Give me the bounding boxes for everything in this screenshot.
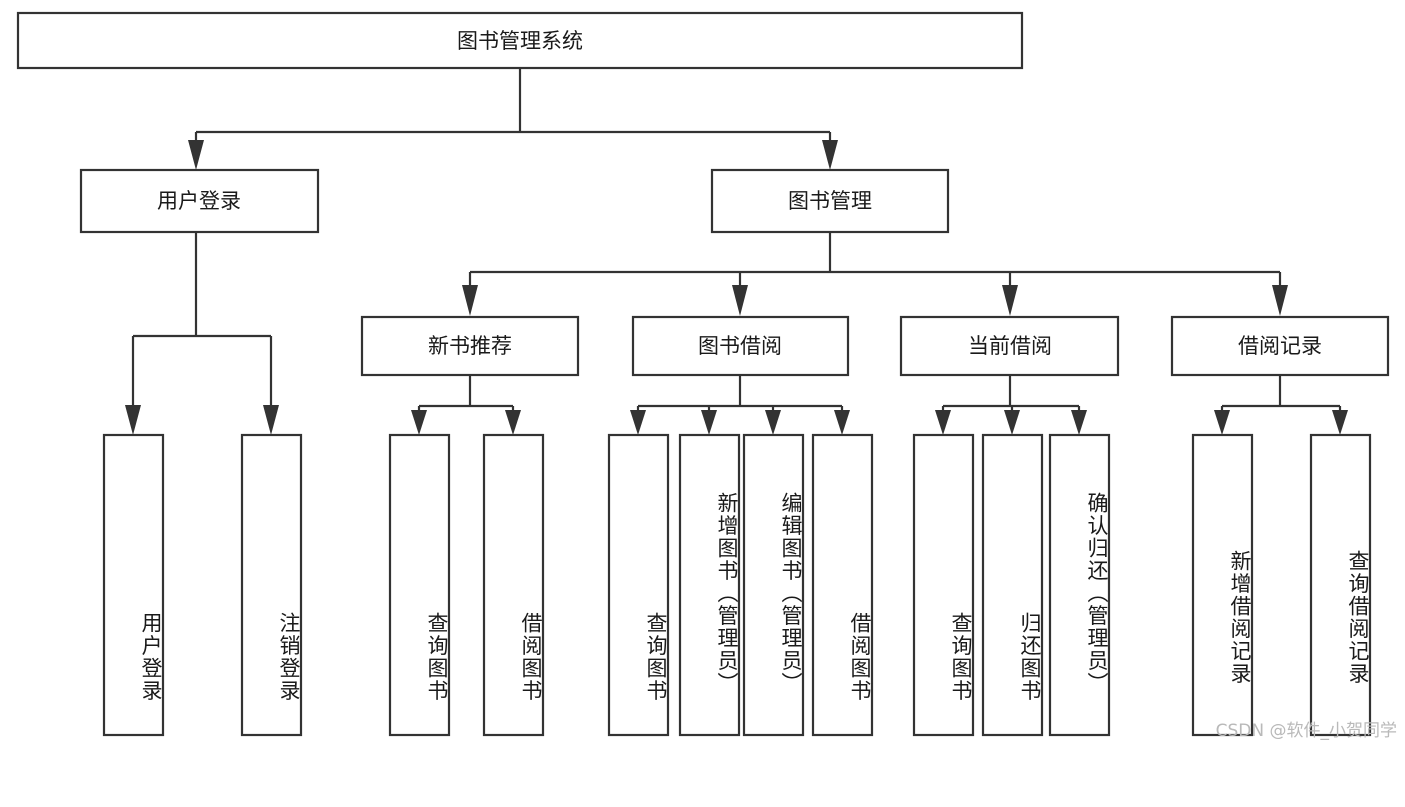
- node-user-login-label: 用户登录: [157, 189, 241, 213]
- arrow-head-leaf-query-borrow-record: [1332, 410, 1348, 435]
- node-root-box[interactable]: [16, 11, 1024, 70]
- node-user-login-box[interactable]: [79, 168, 320, 234]
- leaf-box-query-book-2[interactable]: [607, 433, 670, 737]
- node-borrow-record-box[interactable]: [1170, 315, 1390, 377]
- connector-group-current-borrow-children: [935, 375, 1087, 435]
- arrow-head-current-borrow: [1002, 285, 1018, 316]
- arrow-head-leaf-borrow-book-2: [834, 410, 850, 435]
- leaf-box-return-book[interactable]: [981, 433, 1044, 737]
- node-book-borrow[interactable]: 图书借阅: [631, 315, 850, 377]
- leaf-boxes: [102, 433, 1372, 737]
- leaf-box-borrow-book-1[interactable]: [482, 433, 545, 737]
- node-current-borrow[interactable]: 当前借阅: [899, 315, 1120, 377]
- arrow-head-leaf-user-login: [125, 405, 141, 435]
- arrow-head-leaf-add-book-admin: [701, 410, 717, 435]
- arrow-head-new-book-recommend: [462, 285, 478, 316]
- node-book-borrow-box[interactable]: [631, 315, 850, 377]
- node-current-borrow-label: 当前借阅: [968, 334, 1052, 358]
- node-user-login[interactable]: 用户登录: [79, 168, 320, 234]
- node-book-management[interactable]: 图书管理: [710, 168, 950, 234]
- arrow-head-book-management: [822, 140, 838, 170]
- node-book-borrow-label: 图书借阅: [698, 334, 782, 358]
- csdn-watermark: CSDN @软件_小贺同学: [1215, 721, 1397, 741]
- arrow-head-leaf-query-book-1: [411, 410, 427, 435]
- leaf-box-user-login[interactable]: [102, 433, 165, 737]
- connector-group-root-to-level2: [188, 68, 838, 170]
- arrow-head-leaf-query-book-3: [935, 410, 951, 435]
- node-borrow-record-label: 借阅记录: [1238, 334, 1322, 358]
- leaf-box-add-book-admin[interactable]: [678, 433, 741, 737]
- node-book-management-box[interactable]: [710, 168, 950, 234]
- leaf-box-confirm-return-admin[interactable]: [1048, 433, 1111, 737]
- arrow-head-leaf-logout-login: [263, 405, 279, 435]
- node-current-borrow-box[interactable]: [899, 315, 1120, 377]
- leaf-box-query-book-1[interactable]: [388, 433, 451, 737]
- arrow-head-book-borrow: [732, 285, 748, 316]
- leaf-box-query-borrow-record[interactable]: [1309, 433, 1372, 737]
- connector-group-user-login-children: [125, 232, 279, 435]
- arrow-head-leaf-borrow-book-1: [505, 410, 521, 435]
- leaf-box-borrow-book-2[interactable]: [811, 433, 874, 737]
- node-new-book-recommend[interactable]: 新书推荐: [360, 315, 580, 377]
- node-new-book-recommend-label: 新书推荐: [428, 334, 512, 358]
- arrow-head-leaf-query-book-2: [630, 410, 646, 435]
- leaf-box-query-book-3[interactable]: [912, 433, 975, 737]
- leaf-box-logout-login[interactable]: [240, 433, 303, 737]
- arrow-head-leaf-return-book: [1004, 410, 1020, 435]
- connector-group-book-management-children: [462, 232, 1288, 316]
- node-root-label: 图书管理系统: [457, 29, 583, 53]
- node-new-book-recommend-box[interactable]: [360, 315, 580, 377]
- node-book-management-label: 图书管理: [788, 189, 872, 213]
- arrow-head-borrow-record: [1272, 285, 1288, 316]
- connector-group-borrow-record-children: [1214, 375, 1348, 435]
- arrow-head-leaf-confirm-return-admin: [1071, 410, 1087, 435]
- node-root[interactable]: 图书管理系统: [16, 11, 1024, 70]
- leaf-box-edit-book-admin[interactable]: [742, 433, 805, 737]
- arrow-head-user-login: [188, 140, 204, 170]
- diagram-canvas: 图书管理系统 用户登录 图书管理 新书推荐 图书借阅 当前借阅 借阅记录: [16, 11, 1397, 741]
- connector-group-new-book-recommend-children: [411, 375, 521, 435]
- node-borrow-record[interactable]: 借阅记录: [1170, 315, 1390, 377]
- leaf-box-add-borrow-record[interactable]: [1191, 433, 1254, 737]
- tree-diagram-svg: 图书管理系统 用户登录 图书管理 新书推荐 图书借阅 当前借阅 借阅记录: [16, 11, 1390, 737]
- arrow-head-leaf-edit-book-admin: [765, 410, 781, 435]
- connector-group-book-borrow-children: [630, 375, 850, 435]
- arrow-head-leaf-add-borrow-record: [1214, 410, 1230, 435]
